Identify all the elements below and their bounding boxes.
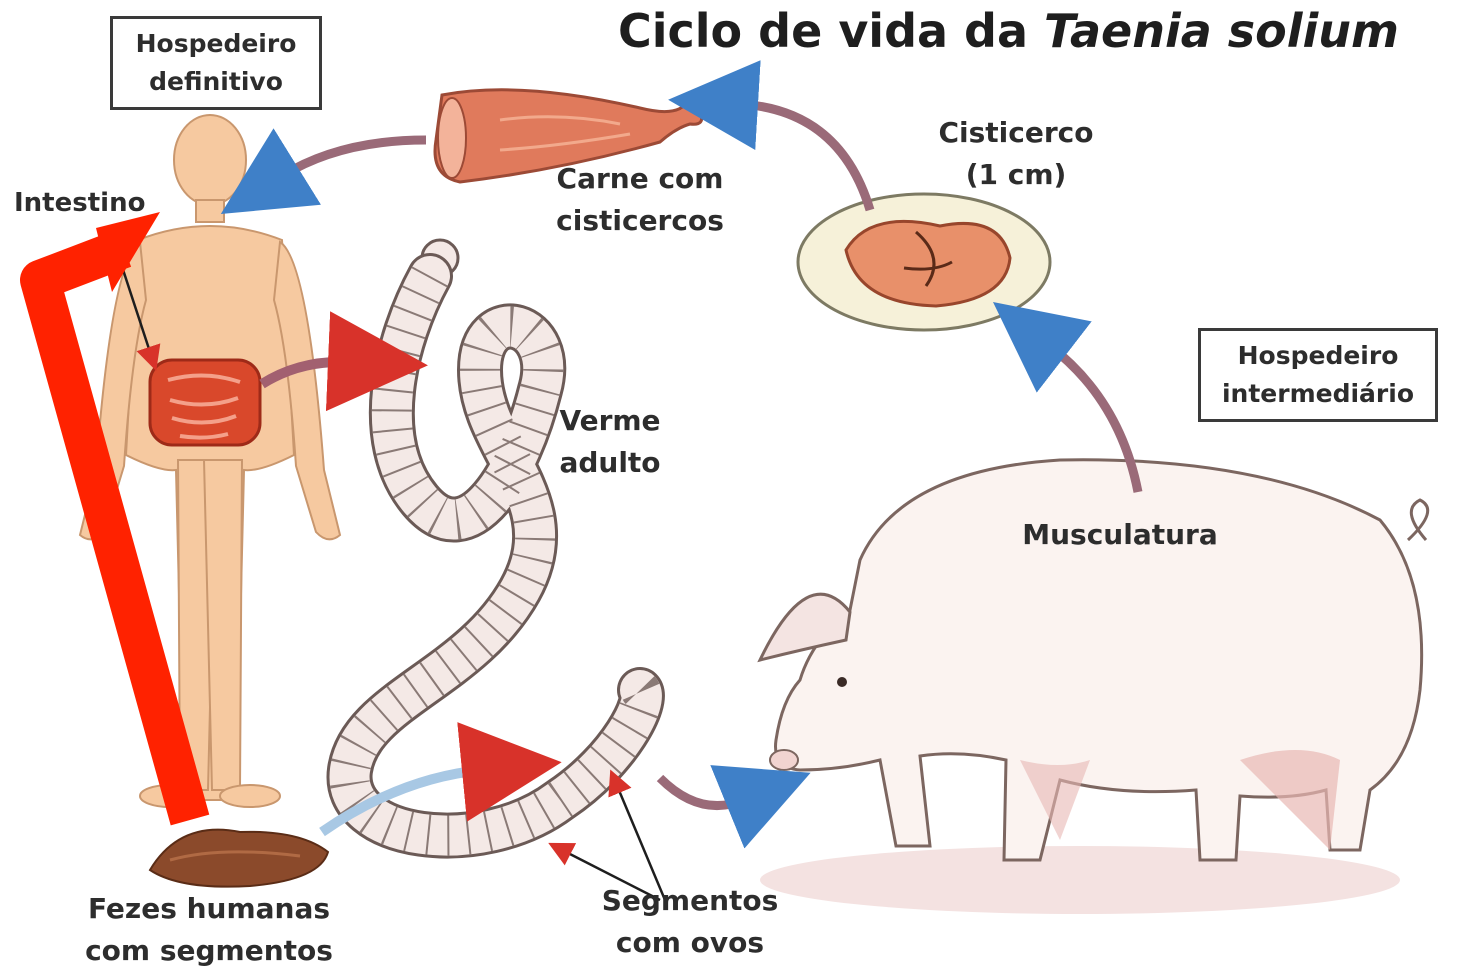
human-feces-label: Fezes humanas com segmentos xyxy=(85,892,333,967)
cysticercus-drawing xyxy=(796,192,1052,332)
cysticercus-label: Cisticerco (1 cm) xyxy=(938,116,1094,191)
meat-label: Carne com cisticercos xyxy=(556,162,724,237)
title-main: Ciclo de vida da xyxy=(618,4,1045,58)
definitive-host-label: Hospedeiro definitivo xyxy=(110,16,322,110)
musculature-label: Musculatura xyxy=(1022,518,1218,551)
pig-drawing xyxy=(757,458,1430,914)
intestine-label: Intestino xyxy=(14,188,146,218)
cycle-arrows xyxy=(220,60,1143,902)
adult-worm-drawing xyxy=(326,238,665,859)
intermediate-host-label: Hospedeiro intermediário xyxy=(1198,328,1438,422)
human-figure xyxy=(78,114,342,808)
highlight-arrow xyxy=(20,212,210,826)
diagram-title: Ciclo de vida da Taenia solium xyxy=(618,4,1399,58)
segments-label: Segmentos com ovos xyxy=(601,884,779,959)
intestine-drawing xyxy=(148,358,262,447)
adult-worm-label: Verme adulto xyxy=(559,404,661,479)
title-italic: Taenia solium xyxy=(1044,4,1399,58)
feces-drawing xyxy=(148,828,330,888)
